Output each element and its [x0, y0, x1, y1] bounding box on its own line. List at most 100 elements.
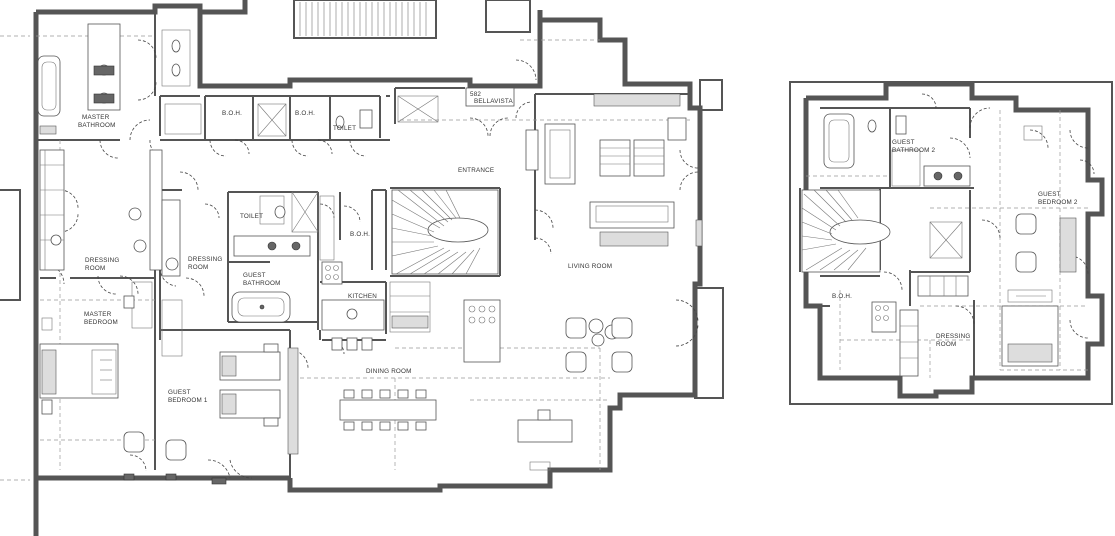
- outer-wall-north: [36, 0, 248, 15]
- coffee-table: [633, 139, 665, 177]
- rug-hatch: [599, 231, 669, 247]
- fireplace-hatch: [1059, 217, 1077, 273]
- label-address-1: 582: [470, 91, 481, 98]
- desk: [517, 419, 573, 443]
- label-entrance: ENTRANCE: [458, 167, 494, 174]
- label-dressing-room-upper-2: ROOM: [936, 341, 956, 348]
- living-room-furniture: [463, 93, 703, 373]
- label-guest-bedroom-1b: BEDROOM 1: [168, 397, 208, 404]
- label-guest-bedroom-1a: GUEST: [168, 389, 191, 396]
- wardrobe-upper: [917, 275, 969, 297]
- shower-icon: [257, 103, 287, 137]
- label-guest-bedroom-2b: BEDROOM 2: [1038, 199, 1078, 206]
- label-guest-bathroom-2: BATHROOM: [243, 280, 281, 287]
- label-dressing-room-upper-1: DRESSING: [936, 333, 971, 340]
- label-guest-bathroom-1: GUEST: [243, 272, 266, 279]
- master-bathroom-fixtures: [37, 23, 191, 135]
- armchair-icon: [165, 439, 187, 461]
- main-floor-plan: [0, 0, 724, 536]
- skylight: [929, 221, 963, 259]
- label-dressing-room-1b: ROOM: [85, 265, 105, 272]
- upper-spiral-staircase: [801, 189, 891, 273]
- armchair-icon: [565, 351, 587, 373]
- toilet-icon: [171, 39, 181, 53]
- sink-icon: [933, 171, 943, 181]
- sofa-icon: [544, 123, 576, 185]
- label-guest-bedroom-2a: GUEST: [1038, 191, 1061, 198]
- side-table: [591, 333, 605, 347]
- wardrobes: [39, 149, 181, 277]
- outer-wall-north-2: [197, 10, 703, 493]
- label-boh-2: B.O.H.: [295, 110, 315, 117]
- label-dressing-room-2a: DRESSING: [188, 256, 223, 263]
- label-toilet-top: TOILET: [333, 125, 356, 132]
- room-labels: MASTER BATHROOM B.O.H. B.O.H. TOILET 582…: [78, 91, 1078, 404]
- upper-outer-wall: [803, 81, 1105, 399]
- toilet-icon: [335, 115, 345, 129]
- kitchen-island: [463, 299, 501, 363]
- label-boh-1: B.O.H.: [222, 110, 242, 117]
- adjacent-building: [0, 189, 21, 301]
- label-dining-room: DINING ROOM: [366, 368, 412, 375]
- label-master-bathroom-1: MASTER: [82, 114, 110, 121]
- exterior-stair-box: [293, 0, 437, 39]
- label-address-2: BELLAVISTA: [474, 98, 513, 105]
- terrace-frame-bottom: [694, 287, 724, 399]
- sink-icon: [267, 241, 277, 251]
- bar-stool: [331, 337, 343, 351]
- upper-floor-plan: [789, 81, 1113, 405]
- interior-walls: [36, 12, 690, 478]
- upper-door-swings: [883, 93, 1095, 339]
- toilet-icon: [867, 119, 877, 133]
- wall-cladding-hatch: [287, 347, 299, 455]
- armchair-icon: [565, 317, 587, 339]
- fireplace-hatch: [593, 93, 681, 107]
- wardrobe-middle: [149, 149, 163, 271]
- bedroom-furniture: [39, 281, 281, 485]
- label-master-bathroom-2: BATHROOM: [78, 122, 116, 129]
- armchair-icon: [1015, 251, 1037, 273]
- cooktop-icon: [321, 261, 343, 285]
- armchair-icon: [123, 431, 145, 453]
- kitchen-fixtures: [321, 281, 431, 351]
- armchair-icon: [1015, 213, 1037, 235]
- label-master-bedroom-2: BEDROOM: [84, 319, 118, 326]
- sink-icon: [953, 171, 963, 181]
- terrace-frame-top: [699, 79, 723, 111]
- upper-furniture: [871, 125, 1077, 377]
- exterior-lift-box: [485, 0, 531, 33]
- label-boh-3: B.O.H.: [350, 231, 370, 238]
- bathtub-icon: [823, 113, 855, 169]
- label-toilet-mid: TOILET: [240, 213, 263, 220]
- spiral-staircase: [391, 189, 499, 275]
- sofa-icon: [589, 201, 675, 229]
- armchair-icon: [611, 351, 633, 373]
- label-boh-upper: B.O.H.: [832, 293, 852, 300]
- label-guest-bathroom-2b: BATHROOM 2: [892, 147, 935, 154]
- address-plate: [465, 87, 515, 107]
- wardrobe-left: [39, 149, 65, 271]
- label-guest-bathroom-2a: GUEST: [892, 139, 915, 146]
- dining-furniture: [287, 347, 573, 471]
- label-dressing-room-2b: ROOM: [188, 264, 208, 271]
- upper-bathroom-fixtures: [823, 113, 971, 187]
- wardrobe-upper: [899, 309, 919, 377]
- label-master-bedroom-1: MASTER: [84, 311, 112, 318]
- bidet-icon: [171, 63, 181, 77]
- label-living-room: LIVING ROOM: [568, 263, 612, 270]
- dining-table: [339, 399, 437, 421]
- guest-bathroom-fixtures: [231, 191, 343, 323]
- service-fixtures: [164, 95, 439, 137]
- armchair-icon: [611, 317, 633, 339]
- coffee-table: [599, 139, 631, 177]
- bar-stool: [361, 337, 373, 351]
- armchair-icon: [667, 117, 687, 141]
- wardrobe-right: [161, 199, 181, 277]
- sink-icon: [346, 308, 358, 320]
- bar-stool: [346, 337, 358, 351]
- toilet-icon: [274, 205, 286, 219]
- label-dressing-room-1a: DRESSING: [85, 257, 120, 264]
- cooktop-icon: [871, 301, 897, 333]
- sink-icon: [291, 241, 301, 251]
